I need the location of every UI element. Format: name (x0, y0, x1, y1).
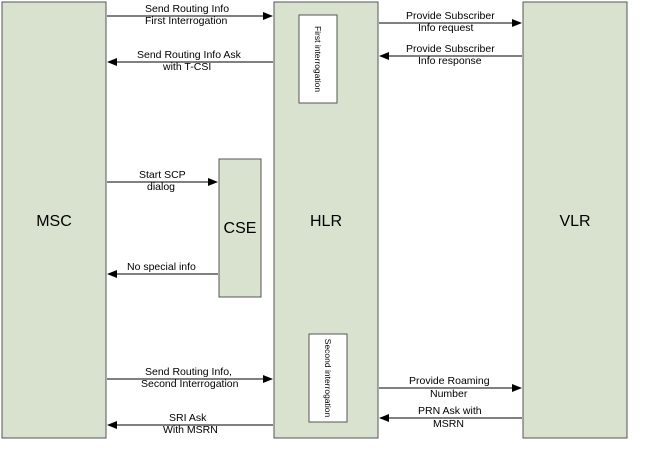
message-labels: Send Routing Info First Interrogation Se… (127, 3, 495, 436)
start-scp-label-2: dialog (147, 181, 175, 193)
msc-entity: MSC (1, 1, 107, 439)
vlr-entity: VLR (522, 1, 628, 439)
cse-label: CSE (224, 220, 257, 237)
prn-label-1: Provide Roaming (409, 375, 490, 387)
second-interrogation-label: Second interrogation (323, 339, 333, 418)
first-interrogation-note: First interrogation (298, 14, 338, 104)
prn-label-2: Number (430, 388, 468, 400)
second-interrogation-note: Second interrogation (308, 333, 348, 423)
sri-second-label-2: Second Interrogation (141, 378, 239, 390)
vlr-label: VLR (559, 213, 590, 230)
sri-ask-msrn-label-1: SRI Ask (169, 412, 207, 424)
msc-label: MSC (36, 213, 72, 230)
no-special-info-label: No special info (127, 261, 196, 273)
sri-second-label-1: Send Routing Info, (145, 366, 232, 378)
cse-entity: CSE (218, 158, 262, 298)
start-scp-label-1: Start SCP (139, 169, 186, 181)
sri-ask-tcsi-label-2: with T-CSI (162, 61, 211, 73)
sri-ask-tcsi-label-1: Send Routing Info Ask (137, 49, 242, 61)
prn-ask-label-1: PRN Ask with (418, 405, 482, 417)
sri-first-label-2: First Interrogation (145, 15, 227, 27)
sri-first-label-1: Send Routing Info (145, 3, 229, 15)
first-interrogation-label: First interrogation (313, 26, 323, 92)
psi-response-label-2: Info response (418, 55, 482, 67)
psi-response-label-1: Provide Subscriber (406, 43, 495, 55)
prn-ask-label-2: MSRN (433, 418, 464, 430)
hlr-label: HLR (310, 213, 342, 230)
psi-request-label-2: Info request (418, 22, 474, 34)
sri-ask-msrn-label-2: With MSRN (163, 424, 218, 436)
psi-request-label-1: Provide Subscriber (406, 10, 495, 22)
arrows (107, 12, 522, 429)
